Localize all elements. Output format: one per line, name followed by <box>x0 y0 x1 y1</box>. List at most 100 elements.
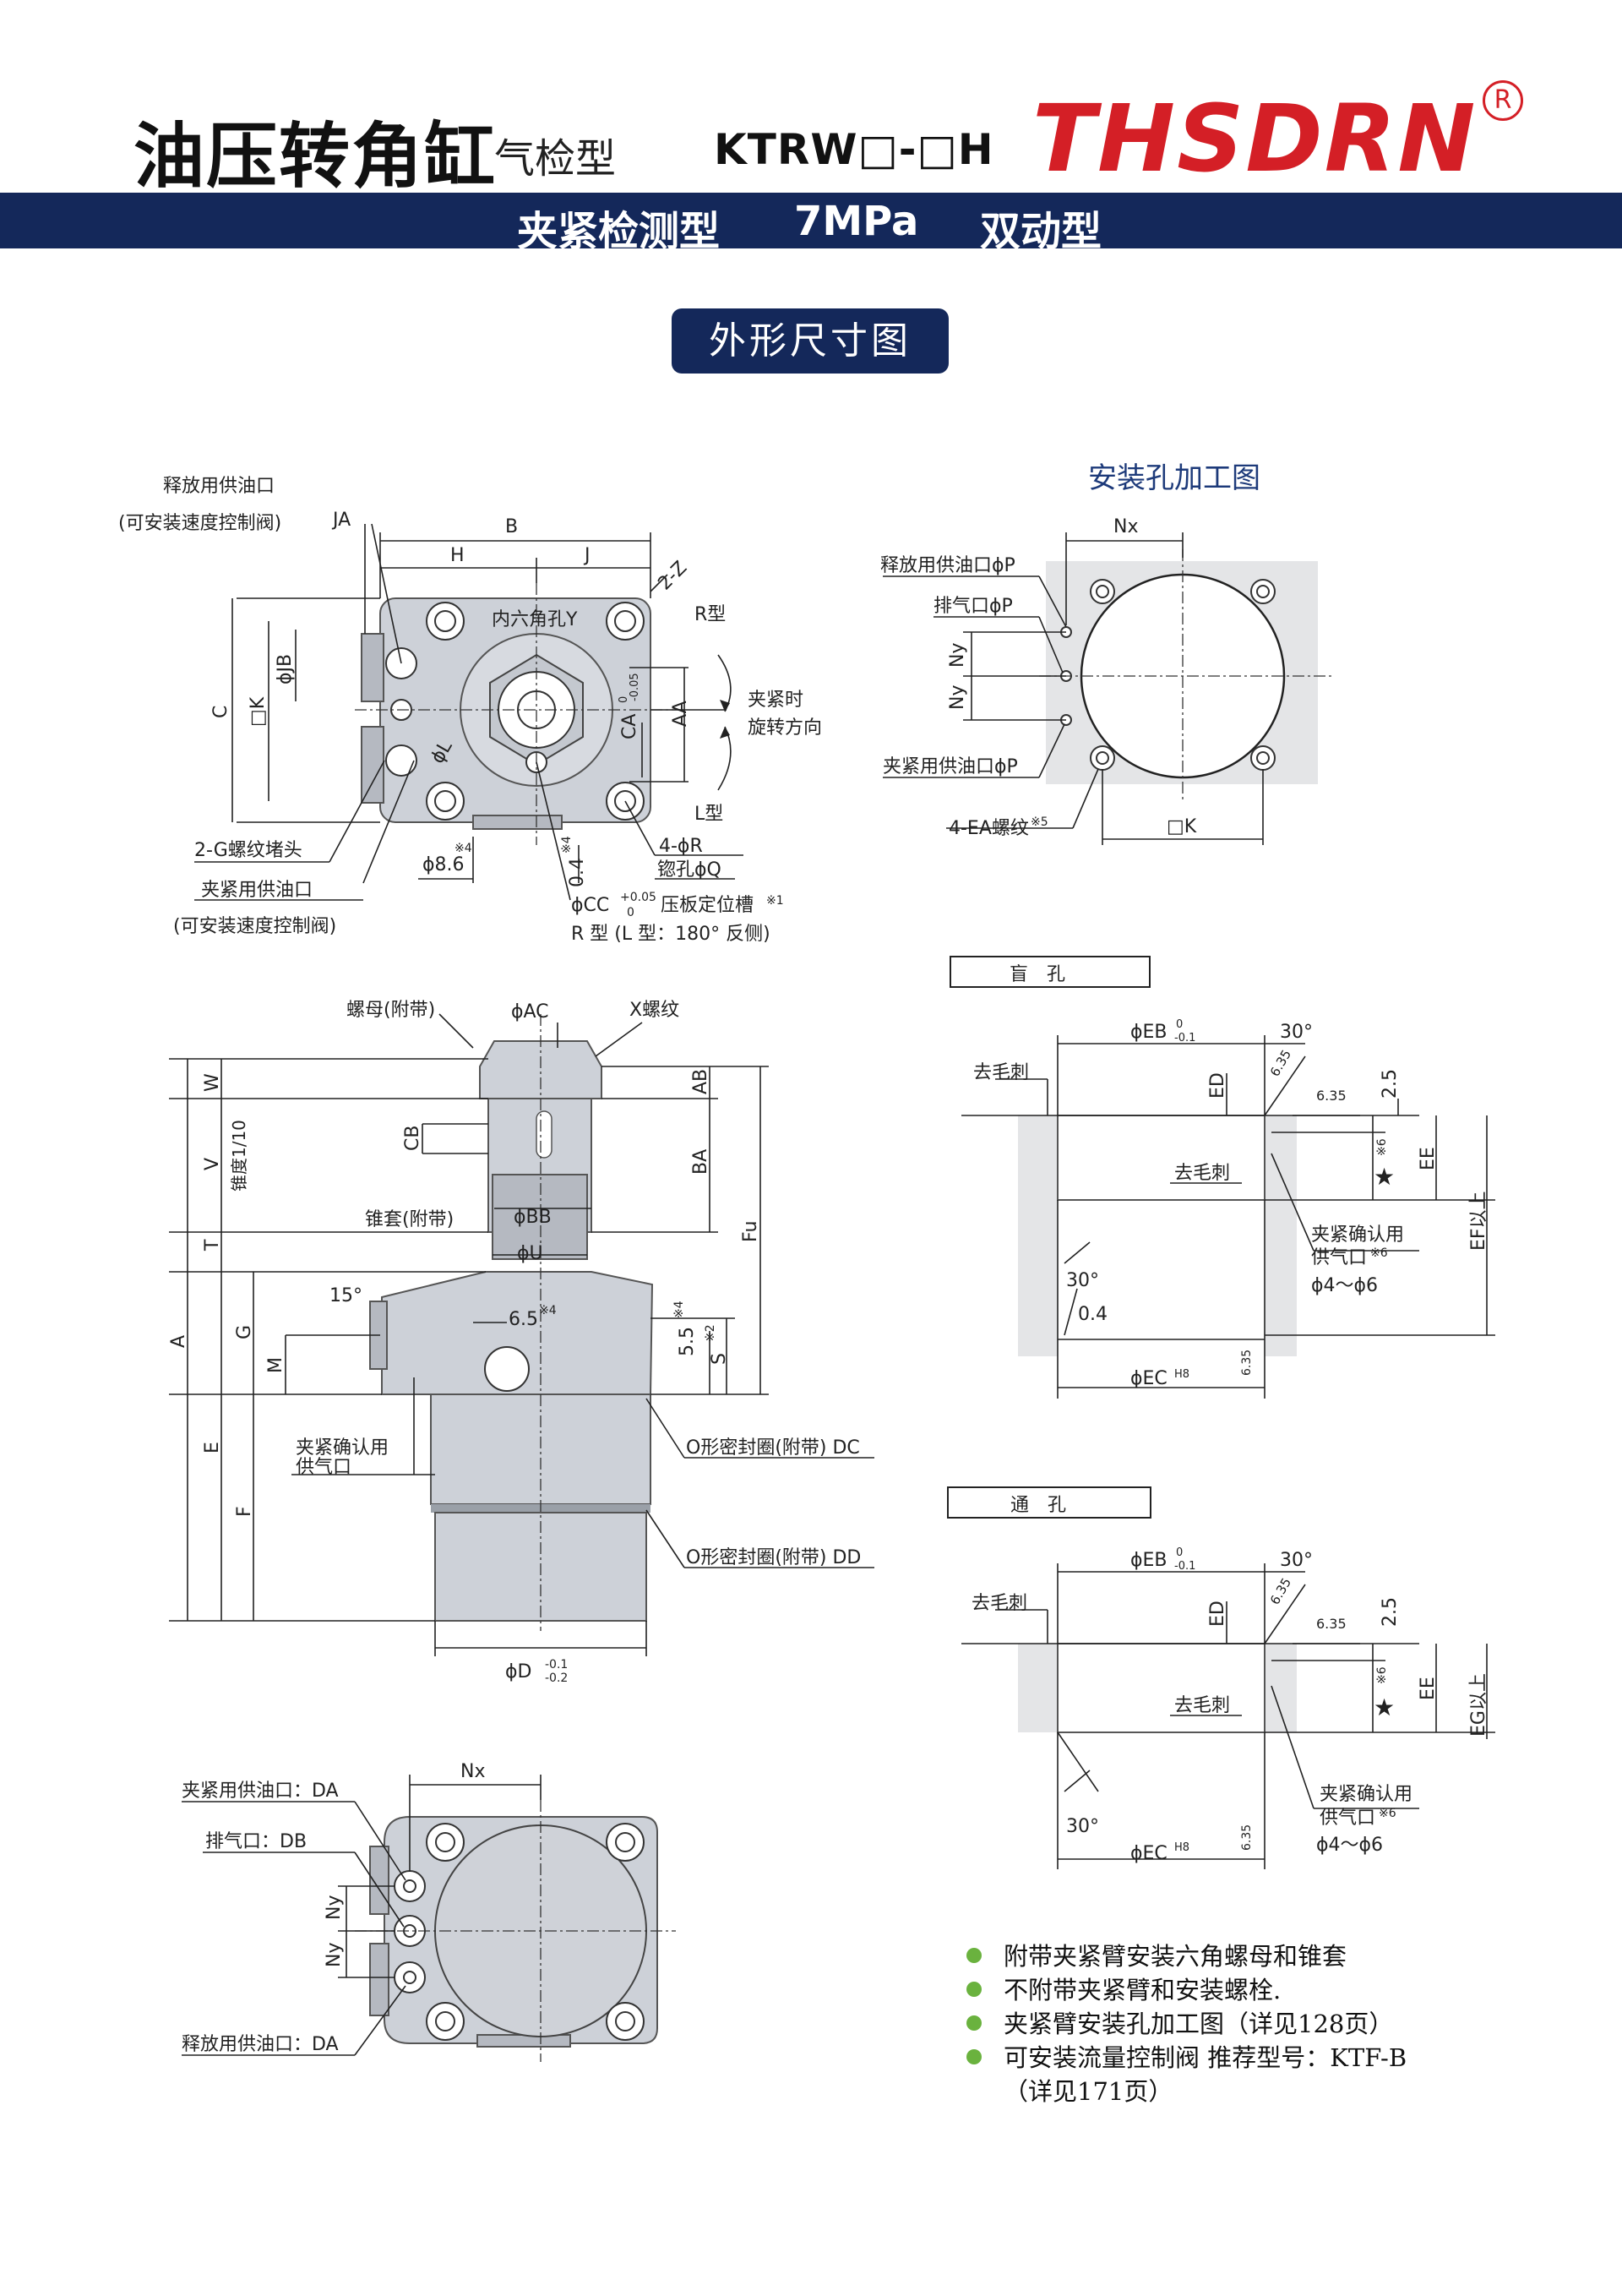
note4-a: ※4 <box>454 842 472 855</box>
note-item: 可安装流量控制阀 推荐型号：KTF-B <box>963 2041 1571 2075</box>
blind-air-2: 供气口 <box>1311 1247 1367 1268</box>
side-dim-U: ϕU <box>517 1243 543 1264</box>
bottom-clamp-label: 夹紧用供油口：DA <box>182 1781 339 1802</box>
blind-EB-tol-up: 0 <box>1176 1018 1183 1031</box>
through-r635b: 6.35 <box>1240 1824 1254 1851</box>
model-number: KTRW□-□H <box>714 125 994 174</box>
side-dim-CB: CB <box>402 1126 423 1151</box>
through-dim-EC: ϕEC <box>1130 1843 1168 1864</box>
side-nut <box>479 1040 602 1099</box>
side-view-drawing: 螺母(附带) ϕAC X螺纹 W V 锥度1/10 T A E F G M CB… <box>168 1000 874 1685</box>
notes-list: 附带夹紧臂安装六角螺母和锥套 不附带夹紧臂和安装螺栓. 夹紧臂安装孔加工图（详见… <box>963 1939 1571 2108</box>
dim-AA: AA <box>670 701 691 727</box>
mount-note5: ※5 <box>1031 815 1048 829</box>
through-air-2: 供气口 <box>1320 1808 1375 1829</box>
dim-CA-tol-dn: -0.05 <box>629 673 641 701</box>
through-deburr: 去毛刺 <box>972 1593 1027 1614</box>
blind-dim-ED: ED <box>1207 1072 1228 1099</box>
blind-angle-30b: 30° <box>1066 1270 1099 1291</box>
through-angle-30b: 30° <box>1066 1816 1099 1837</box>
clamp-port-hole <box>385 744 417 777</box>
bottom-vent-label: 排气口：DB <box>205 1831 307 1852</box>
label-hex-hole: 内六角孔Y <box>492 609 578 630</box>
banner-pressure: 7MPa <box>794 198 919 245</box>
through-star-icon: ★ <box>1374 1693 1395 1721</box>
side-dim-D: ϕD <box>505 1661 531 1682</box>
blind-star-icon: ★ <box>1374 1163 1395 1191</box>
section-title-button[interactable]: 外形尺寸图 <box>672 308 949 374</box>
label-counterbore: 锪孔ϕQ <box>657 859 721 881</box>
dim-CC: ϕCC <box>571 895 609 916</box>
side-label-taper: 锥度1/10 <box>229 1120 249 1192</box>
side-note4: ※4 <box>539 1304 557 1317</box>
dim-JB: ϕJB <box>275 654 296 684</box>
dim-JA: JA <box>331 510 351 531</box>
blind-EB-tol-dn: -0.1 <box>1174 1032 1195 1044</box>
blind-deburr: 去毛刺 <box>973 1062 1029 1083</box>
dim-K: □K <box>248 696 269 727</box>
side-key-slot <box>536 1110 552 1159</box>
blind-dim-EE: EE <box>1418 1147 1439 1170</box>
bottom-dim-Nx: Nx <box>460 1761 485 1782</box>
side-dim-Fu: Fu <box>740 1221 761 1242</box>
bottom-dim-Ny2: Ny <box>324 1943 345 1967</box>
side-dim-M: M <box>265 1357 286 1373</box>
note4-b: ※4 <box>560 836 574 854</box>
through-air-dia: ϕ4～ϕ6 <box>1316 1835 1383 1856</box>
side-sleeve <box>492 1174 588 1260</box>
mount-release-label: 释放用供油口ϕP <box>880 555 1015 576</box>
through-title: 通 孔 <box>1010 1495 1066 1516</box>
side-air-port-hole <box>484 1346 530 1392</box>
label-groove-note: R 型 (L 型：180° 反侧) <box>571 924 770 945</box>
bullet-icon <box>966 2015 982 2031</box>
side-dim-BB: ϕBB <box>514 1207 552 1228</box>
through-dim-25: 2.5 <box>1380 1597 1401 1627</box>
through-EB-tol-dn: -0.1 <box>1174 1560 1195 1573</box>
through-v635: 6.35 <box>1316 1616 1347 1632</box>
through-dim-EG: EG以上 <box>1468 1673 1489 1737</box>
blind-deburr-2: 去毛刺 <box>1174 1163 1230 1184</box>
side-label-nut: 螺母(附带) <box>346 1000 435 1021</box>
dim-CA-tol-up: 0 <box>618 696 630 703</box>
blind-hole-drawing: 盲 孔 ϕEB 0 -0.1 30° 6.35 <box>950 956 1495 1399</box>
mount-dim-Nx: Nx <box>1113 516 1138 537</box>
top-view-drawing: 释放用供油口 (可安装速度控制阀) JA B H J 2-Z 内六角孔Y R型 … <box>118 476 822 945</box>
dim-C: C <box>210 706 231 718</box>
mount-clamp-label: 夹紧用供油口ϕP <box>883 756 1018 777</box>
through-dim-EB: ϕEB <box>1130 1550 1168 1571</box>
blind-dim-25: 2.5 <box>1380 1069 1401 1099</box>
side-dim-W: W <box>202 1073 223 1092</box>
note-item: 夹紧臂安装孔加工图（详见128页） <box>963 2007 1571 2041</box>
side-label-sleeve: 锥套(附带) <box>365 1209 454 1230</box>
banner-action: 双动型 <box>980 208 1102 255</box>
through-r635: 6.35 <box>1267 1575 1294 1607</box>
side-oring-dd: O形密封圈(附带) DD <box>686 1547 861 1568</box>
dim-CA: CA <box>619 714 640 739</box>
dim-04: 0.4 <box>567 858 588 887</box>
bullet-icon <box>966 1982 982 1997</box>
bullet-icon <box>966 2049 982 2064</box>
side-dim-F: F <box>234 1506 255 1517</box>
through-EC-fit: H8 <box>1174 1841 1189 1854</box>
side-dim-A: A <box>168 1335 189 1348</box>
side-dim-S: S <box>709 1353 730 1365</box>
through-dim-EE: EE <box>1418 1677 1439 1700</box>
label-L-type: L型 <box>694 804 723 825</box>
bullet-icon <box>966 1948 982 1963</box>
through-hole-drawing: 通 孔 ϕEB 0 -0.1 30° 6.35 去毛刺 ED 2.5 6.3 <box>947 1486 1495 1869</box>
dim-ZZ: 2-Z <box>654 558 691 595</box>
mount-vent-label: 排气口ϕP <box>933 596 1013 617</box>
side-dim-D-tol-up: -0.1 <box>545 1658 568 1672</box>
through-air-1: 夹紧确认用 <box>1320 1784 1412 1805</box>
blind-r635: 6.35 <box>1267 1047 1294 1079</box>
side-dim-55: 5.5 <box>677 1327 698 1356</box>
side-note2: ※2 <box>704 1324 717 1342</box>
blind-note6: ※6 <box>1375 1138 1389 1156</box>
blind-dim-04: 0.4 <box>1078 1304 1108 1325</box>
dim-86: ϕ8.6 <box>422 854 465 875</box>
through-angle-30: 30° <box>1280 1550 1313 1571</box>
dim-CC-tol-dn: 0 <box>627 906 634 919</box>
mount-title: 安装孔加工图 <box>1088 461 1260 495</box>
blind-EC-fit: H8 <box>1174 1368 1189 1381</box>
